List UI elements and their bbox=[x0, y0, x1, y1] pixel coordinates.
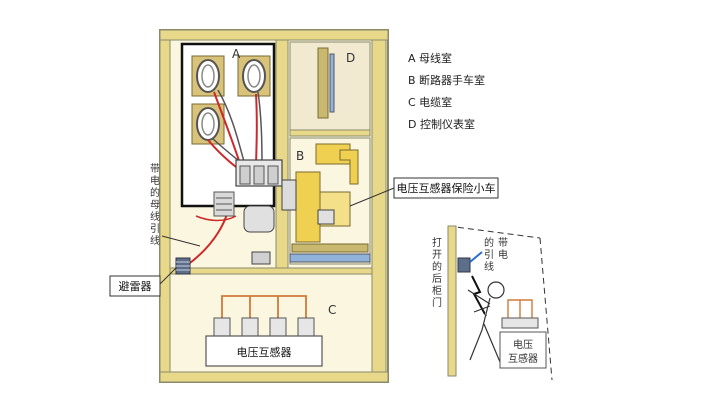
control-panel-strip bbox=[329, 53, 335, 113]
control-room: D bbox=[289, 41, 371, 137]
truck-base bbox=[291, 243, 369, 253]
busbar-insulator-2 bbox=[237, 55, 271, 97]
cable-room: C 电压互感器 bbox=[205, 295, 336, 367]
lower-contact bbox=[243, 205, 275, 233]
live-lead-char-1: 电 bbox=[150, 174, 160, 187]
legend-item-a: A 母线室 bbox=[408, 51, 452, 65]
busbar-insulator-1 bbox=[191, 55, 225, 97]
cabinet-floor bbox=[159, 371, 389, 383]
truck-rail bbox=[289, 253, 371, 263]
inset-top-line bbox=[447, 225, 541, 239]
vt-fuse-assembly bbox=[213, 159, 283, 265]
compartment-label-c: C bbox=[328, 303, 336, 317]
vt-truck-label: 电压互感器保险小车 bbox=[397, 181, 496, 195]
live-lead-char-2: 的 bbox=[150, 186, 160, 199]
live-lead-char-6: 线 bbox=[150, 234, 160, 247]
inset-lead-wire bbox=[469, 251, 483, 263]
control-panel-plate bbox=[317, 47, 329, 119]
live-lead-char-0: 带 bbox=[150, 163, 160, 175]
truck-handle bbox=[339, 149, 359, 185]
legend-item-c: C 电缆室 bbox=[408, 95, 452, 109]
legend: A 母线室 B 断路器手车室 C 电缆室 D 控制仪表室 bbox=[408, 51, 485, 131]
inset-lead-a-2: 线 bbox=[484, 260, 494, 273]
busbar-room: A bbox=[180, 42, 276, 208]
busbar-insulator-3 bbox=[191, 103, 225, 145]
inset-lead-body bbox=[457, 257, 471, 273]
vt-truck-label-box bbox=[393, 177, 499, 199]
open-door-char-5: 门 bbox=[432, 296, 442, 309]
legend-item-b: B 断路器手车室 bbox=[408, 73, 485, 87]
cabinet-top bbox=[159, 29, 389, 41]
live-lead-label: 带 电 的 母 线 引 线 bbox=[150, 163, 201, 247]
truck-connector bbox=[317, 209, 335, 225]
arrester-label-box bbox=[109, 275, 161, 297]
cabinet-right-wall bbox=[371, 29, 387, 383]
truck-contact-arm bbox=[281, 179, 297, 211]
open-door-char-2: 的 bbox=[432, 260, 442, 273]
center-divider bbox=[275, 39, 289, 269]
arrester: 避雷器 bbox=[109, 257, 191, 297]
inset-vt-label-1: 电压 bbox=[513, 338, 533, 351]
inset-lead-b-0: 带 bbox=[498, 237, 508, 249]
vt-main-label: 电压互感器 bbox=[237, 346, 292, 359]
inset-vt-bushings bbox=[501, 317, 539, 329]
inset-lead-a-1: 引 bbox=[484, 249, 494, 261]
control-room-floor bbox=[289, 129, 371, 137]
compartment-label-a: A bbox=[232, 47, 241, 61]
cable-room-divider bbox=[169, 267, 373, 275]
open-door-char-0: 打 bbox=[432, 236, 442, 249]
live-lead-char-3: 母 bbox=[150, 199, 160, 211]
cabinet-left-wall bbox=[159, 29, 171, 383]
inset-door-wall bbox=[447, 225, 457, 377]
compartment-label-d: D bbox=[346, 51, 355, 65]
inset-vt-label-2: 互感器 bbox=[508, 352, 538, 365]
live-lead-pointer bbox=[161, 235, 201, 247]
inset-vt-box bbox=[499, 331, 547, 369]
vt-truck-pointer bbox=[349, 187, 395, 207]
open-door-char-3: 后 bbox=[432, 273, 442, 285]
inset-worker bbox=[467, 281, 505, 363]
vt-main-box bbox=[205, 335, 323, 367]
live-lead-char-4: 线 bbox=[150, 210, 160, 223]
vt-truck-callout: 电压互感器保险小车 bbox=[349, 177, 499, 207]
inset-right-line bbox=[539, 237, 553, 381]
arrester-label: 避雷器 bbox=[119, 279, 152, 293]
legend-item-d: D 控制仪表室 bbox=[408, 117, 475, 131]
vt-bushings bbox=[213, 317, 315, 337]
inset-lead-a-0: 的 bbox=[484, 236, 494, 249]
truck-body bbox=[295, 171, 321, 243]
open-door-char-1: 开 bbox=[432, 250, 442, 261]
inset-spark bbox=[471, 275, 487, 317]
inset-lead-b-1: 电 bbox=[498, 248, 508, 261]
live-lead-char-5: 引 bbox=[150, 223, 160, 235]
compartment-label-b: B bbox=[296, 149, 304, 163]
inset-scene: 电压 互感器 打 开 的 后 柜 门 的 引 线 带 电 bbox=[432, 225, 553, 381]
lower-terminal bbox=[251, 251, 271, 265]
breaker-room: B bbox=[281, 137, 371, 265]
open-door-char-4: 柜 bbox=[432, 284, 442, 297]
